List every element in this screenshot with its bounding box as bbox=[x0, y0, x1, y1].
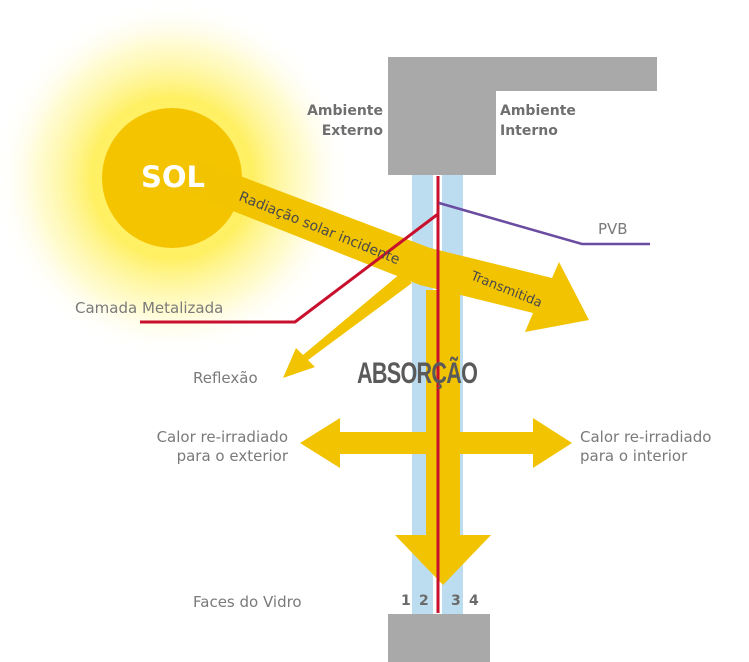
wall-top bbox=[388, 57, 657, 175]
reflection-label: Reflexão bbox=[193, 369, 258, 387]
external-environment-label: Ambiente Externo bbox=[290, 101, 383, 142]
heat-exterior-label: Calor re-irradiado para o exterior bbox=[100, 428, 288, 466]
reflection-arrow bbox=[283, 273, 412, 378]
external-line-2: Externo bbox=[321, 123, 383, 140]
heat-exterior-line-1: Calor re-irradiado bbox=[156, 428, 288, 446]
heat-interior-label: Calor re-irradiado para o interior bbox=[580, 428, 711, 466]
heat-exterior-arrow bbox=[300, 418, 432, 468]
heat-exterior-line-2: para o exterior bbox=[176, 446, 288, 465]
pvb-line bbox=[438, 201, 650, 246]
sun-core bbox=[102, 108, 242, 248]
absorption-arrow bbox=[395, 290, 491, 585]
incident-radiation-arrow bbox=[185, 160, 589, 332]
external-line-1: Ambiente bbox=[307, 103, 383, 119]
metallic-layer-label: Camada Metalizada bbox=[75, 299, 224, 317]
face-number-2: 2 bbox=[419, 593, 429, 609]
pvb-label: PVB bbox=[598, 220, 628, 238]
internal-line-2: Interno bbox=[500, 123, 558, 140]
absorption-label: ABSORÇÃO bbox=[357, 357, 478, 390]
glass-faces-label: Faces do Vidro bbox=[193, 593, 302, 611]
face-number-1: 1 bbox=[401, 593, 411, 609]
heat-interior-line-2: para o interior bbox=[580, 446, 688, 465]
internal-line-1: Ambiente bbox=[500, 103, 576, 119]
face-number-3: 3 bbox=[451, 593, 461, 609]
heat-interior-line-1: Calor re-irradiado bbox=[580, 428, 712, 446]
sun-label: SOL bbox=[140, 160, 206, 194]
heat-interior-arrow bbox=[454, 418, 572, 468]
metallic-layer-line bbox=[140, 212, 439, 324]
face-number-4: 4 bbox=[469, 593, 479, 609]
wall-bottom bbox=[388, 614, 490, 662]
internal-environment-label: Ambiente Interno bbox=[500, 101, 576, 142]
